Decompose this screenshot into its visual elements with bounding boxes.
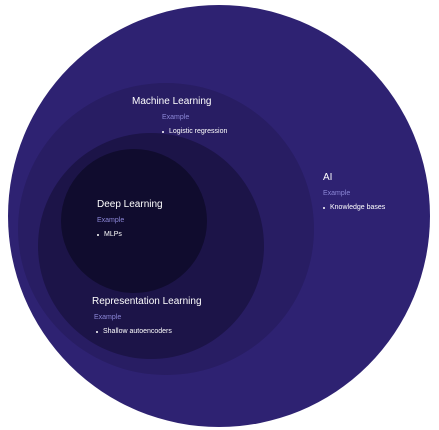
representation-learning-example-text: Shallow autoencoders [103, 328, 172, 335]
deep-learning-example-item: MLPs [97, 230, 163, 239]
ai-label-group: AI Example Knowledge bases [323, 172, 385, 212]
machine-learning-example-label: Example [162, 114, 190, 121]
ai-example-item: Knowledge bases [323, 203, 385, 212]
representation-learning-example-label: Example [94, 314, 122, 321]
deep-learning-label-group: Deep Learning Example MLPs [97, 199, 163, 239]
machine-learning-example-text: Logistic regression [169, 128, 228, 135]
bullet-icon [162, 130, 164, 133]
machine-learning-title: Machine Learning [132, 96, 212, 107]
ai-example-label: Example [323, 190, 351, 197]
deep-learning-title: Deep Learning [97, 199, 163, 210]
deep-learning-circle [61, 149, 207, 293]
ai-example-text: Knowledge bases [330, 204, 386, 211]
ai-title: AI [323, 172, 333, 183]
bullet-icon [96, 330, 98, 333]
representation-learning-example-item: Shallow autoencoders [96, 327, 202, 336]
bullet-icon [323, 206, 325, 209]
deep-learning-example-label: Example [97, 217, 125, 224]
representation-learning-title: Representation Learning [92, 296, 202, 307]
representation-learning-label-group: Representation Learning Example Shallow … [92, 296, 202, 336]
machine-learning-label-group: Machine Learning Example Logistic regres… [132, 96, 227, 136]
deep-learning-example-text: MLPs [104, 231, 122, 238]
bullet-icon [97, 233, 99, 236]
machine-learning-example-item: Logistic regression [162, 127, 227, 136]
